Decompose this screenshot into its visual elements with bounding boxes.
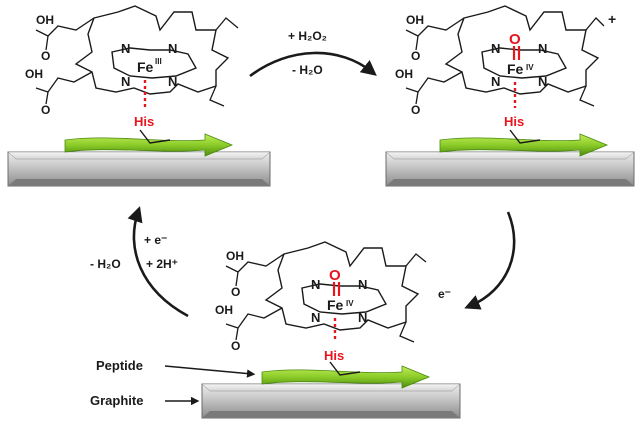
heme-molecule: N N N N Fe III OH O OH O His	[25, 5, 239, 129]
electron-label: + e⁻	[144, 233, 167, 247]
oxo-double-bond	[332, 282, 341, 296]
vinyl-groups	[209, 17, 239, 107]
nitrogen-atom: N	[311, 310, 320, 325]
byproduct-label: - H₂O	[90, 257, 121, 271]
nitrogen-atom: N	[311, 277, 320, 292]
oxo-oxygen: O	[509, 31, 521, 48]
peptide-strand	[261, 365, 431, 389]
nitrogen-atom: N	[491, 74, 500, 89]
hydroxyl-label: OH	[215, 303, 233, 317]
arrow-oxidation-step: + H₂O₂ - H₂O	[249, 29, 377, 78]
porphyrin-ring	[444, 5, 600, 95]
nitrogen-atom: N	[538, 41, 547, 56]
peptide-pointer	[164, 365, 256, 378]
iron-oxidation-state: III	[155, 57, 162, 66]
iron-atom: Fe	[327, 297, 344, 313]
byproduct-label: - H₂O	[292, 63, 323, 77]
nitrogen-atom: N	[538, 74, 547, 89]
propionate-chains	[405, 17, 465, 105]
oxygen-label: O	[411, 49, 420, 63]
nitrogen-atom: N	[358, 310, 367, 325]
proton-label: + 2H⁺	[146, 257, 178, 271]
porphyrin-ring	[74, 5, 230, 95]
oxygen-label: O	[41, 49, 50, 63]
nitrogen-atom: N	[358, 277, 367, 292]
component-labels: Peptide Graphite	[90, 358, 256, 408]
graphite-label: Graphite	[90, 393, 143, 408]
histidine-label: His	[324, 348, 344, 363]
iron-atom: Fe	[507, 61, 524, 77]
iron-atom: Fe	[137, 59, 154, 75]
hydroxyl-label: OH	[226, 249, 244, 263]
heme-molecule: N N N N Fe IV O OH O OH O	[215, 241, 427, 363]
peptide-label: Peptide	[96, 358, 143, 373]
oxygen-label: O	[41, 103, 50, 117]
propionate-chains	[225, 253, 285, 341]
nitrogen-atom: N	[121, 74, 130, 89]
peptide-strand	[64, 133, 234, 157]
heme-fe4-oxo-radical-unit: N N N N Fe IV O + OH O OH O	[385, 5, 635, 187]
iron-oxidation-state: IV	[526, 63, 534, 72]
peptide-linker	[329, 361, 361, 376]
heme-fe4-oxo-unit: N N N N Fe IV O OH O OH O	[201, 241, 461, 419]
radical-cation-sign: +	[608, 11, 616, 27]
hydroxyl-label: OH	[25, 67, 43, 81]
porphyrin-ring	[264, 241, 420, 331]
oxygen-label: O	[231, 339, 240, 353]
graphite-slab	[385, 151, 635, 187]
histidine-label: His	[134, 114, 154, 129]
oxo-double-bond	[512, 46, 521, 60]
histidine-label: His	[504, 114, 524, 129]
arrow-electron-transfer: e⁻	[438, 211, 516, 310]
heme-fe3-unit: N N N N Fe III OH O OH O His	[7, 5, 271, 187]
hydroxyl-label: OH	[36, 13, 54, 27]
vinyl-groups	[399, 253, 427, 343]
peptide-strand	[439, 133, 609, 157]
graphite-slab	[201, 383, 461, 419]
hydroxyl-label: OH	[395, 67, 413, 81]
nitrogen-atom: N	[121, 41, 130, 56]
nitrogen-atom: N	[168, 41, 177, 56]
graphite-slab	[7, 151, 271, 187]
oxygen-label: O	[411, 103, 420, 117]
propionate-chains	[35, 17, 95, 105]
nitrogen-atom: N	[491, 41, 500, 56]
vinyl-groups	[579, 17, 605, 107]
arrow-reduction-step: + e⁻ - H₂O + 2H⁺	[90, 206, 189, 318]
oxo-oxygen: O	[329, 267, 341, 284]
oxygen-label: O	[231, 285, 240, 299]
heme-molecule: N N N N Fe IV O + OH O OH O	[395, 5, 616, 129]
peptide-linker	[139, 129, 171, 144]
peptide-linker	[509, 129, 541, 144]
iron-oxidation-state: IV	[346, 299, 354, 308]
reagent-label: + H₂O₂	[288, 29, 327, 43]
nitrogen-atom: N	[168, 74, 177, 89]
electron-label: e⁻	[438, 287, 451, 301]
hydroxyl-label: OH	[406, 13, 424, 27]
